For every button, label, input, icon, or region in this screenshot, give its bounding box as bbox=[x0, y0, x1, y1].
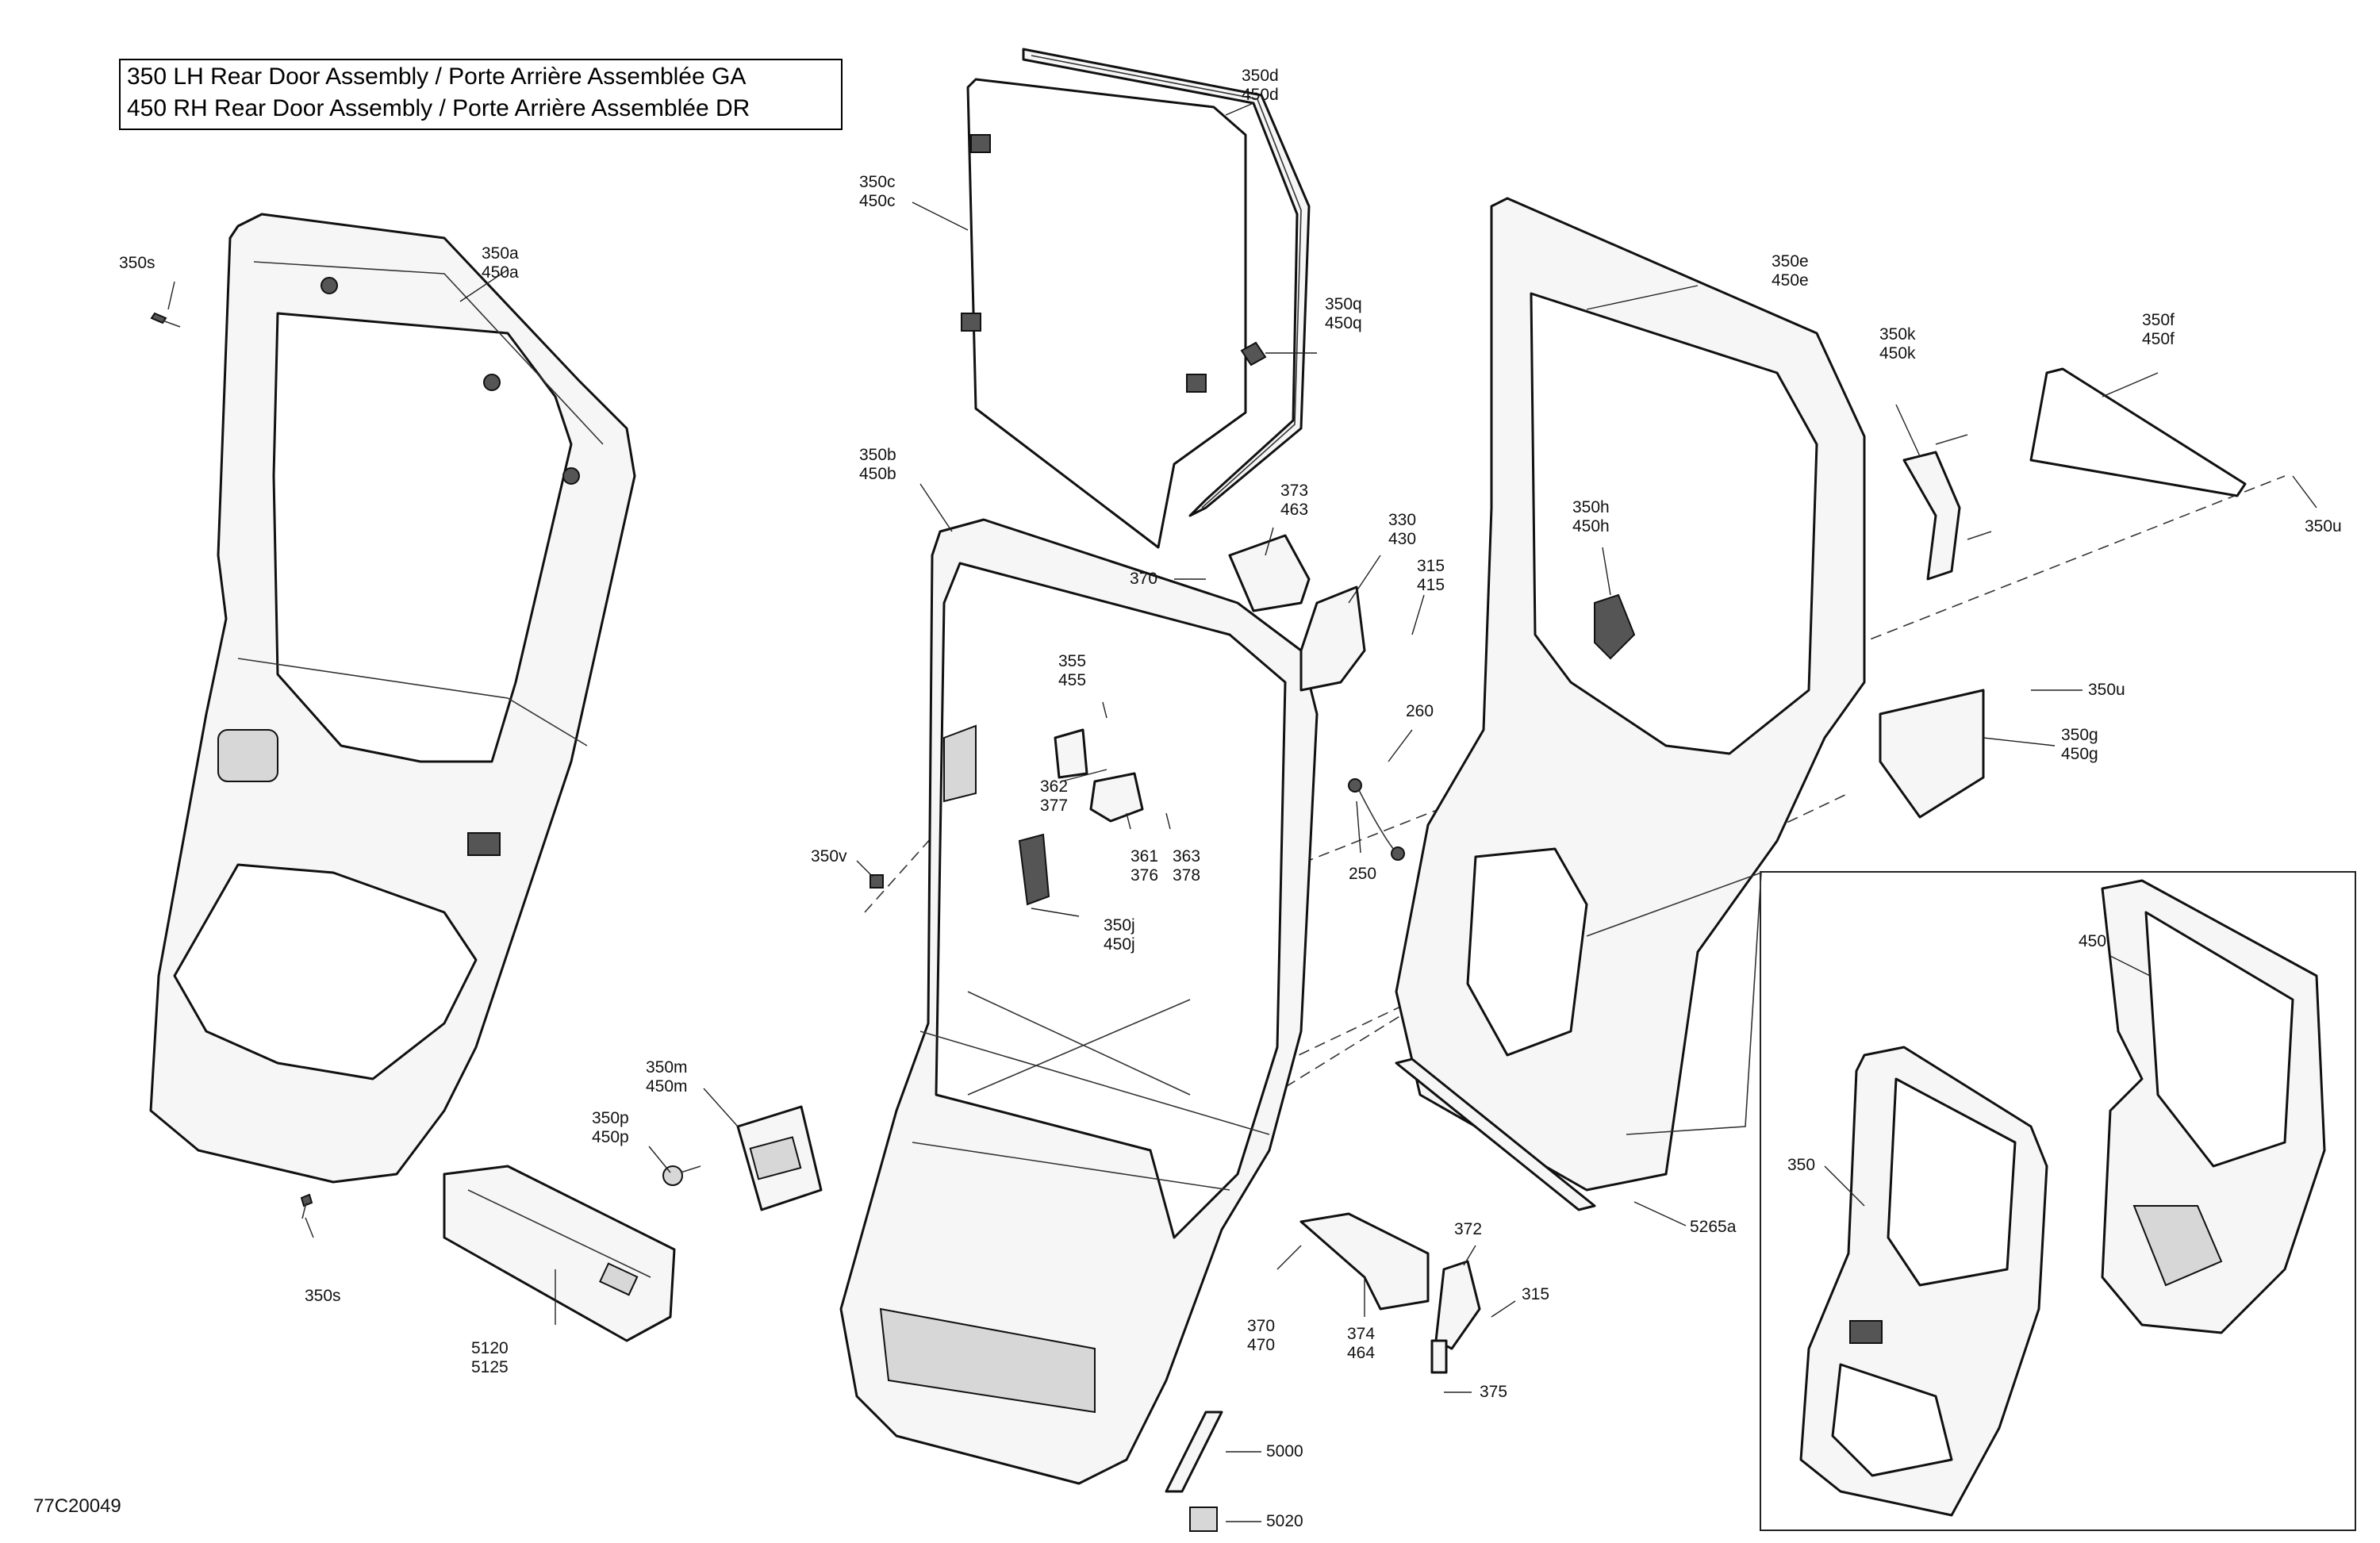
latch-350j bbox=[1018, 833, 1050, 906]
interior-trim-panel-350a bbox=[149, 213, 636, 1184]
clip-350v bbox=[869, 874, 884, 889]
callout-315-top: 315 415 bbox=[1417, 557, 1445, 594]
window-panel-350c bbox=[961, 78, 1247, 549]
hinge-372 bbox=[1430, 1260, 1481, 1374]
callout-375: 375 bbox=[1480, 1383, 1508, 1401]
callout-350u-mid: 350u bbox=[2088, 681, 2125, 699]
callout-350g: 350g 450g bbox=[2061, 726, 2098, 763]
hinge-bracket-373 bbox=[1228, 534, 1311, 612]
callout-315-bottom: 315 bbox=[1522, 1285, 1550, 1303]
callout-350h: 350h 450h bbox=[1572, 498, 1610, 535]
callout-5120: 5120 5125 bbox=[471, 1339, 509, 1376]
striker-355 bbox=[1054, 728, 1088, 779]
callout-350b: 350b 450b bbox=[859, 446, 896, 483]
callout-5020: 5020 bbox=[1266, 1512, 1303, 1530]
seal-5000 bbox=[1165, 1411, 1223, 1493]
callout-373: 373 463 bbox=[1280, 482, 1309, 519]
callout-350j: 350j 450j bbox=[1104, 916, 1135, 954]
storage-bin-5120 bbox=[443, 1165, 676, 1342]
callout-350k: 350k 450k bbox=[1879, 325, 1916, 363]
diagram-code: 77C20049 bbox=[33, 1495, 121, 1517]
callout-350p: 350p 450p bbox=[592, 1109, 629, 1146]
clip-5020 bbox=[1189, 1507, 1218, 1532]
callout-350u-top: 350u bbox=[2305, 517, 2342, 535]
callout-350c: 350c 450c bbox=[859, 173, 896, 210]
title-line-lh: 350 LH Rear Door Assembly / Porte Arrièr… bbox=[127, 63, 747, 90]
callout-5265a: 5265a bbox=[1690, 1218, 1737, 1236]
window-seal-350d bbox=[1022, 48, 1311, 517]
inset-door-350-assembled bbox=[1799, 1046, 2048, 1517]
door-frame-350b bbox=[839, 518, 1319, 1485]
callout-350m: 350m 450m bbox=[646, 1058, 688, 1096]
leader-lines bbox=[167, 102, 2317, 1522]
hinge-330 bbox=[1299, 585, 1366, 692]
callout-250: 250 bbox=[1349, 865, 1377, 883]
title-line-rh: 450 RH Rear Door Assembly / Porte Arrièr… bbox=[127, 95, 750, 121]
callout-370-bottom: 370 470 bbox=[1247, 1317, 1276, 1354]
callout-350f: 350f 450f bbox=[2142, 311, 2175, 348]
screw-350s-top bbox=[150, 312, 181, 328]
cable-250 bbox=[1348, 778, 1405, 861]
callout-350d: 350d 450d bbox=[1242, 67, 1279, 104]
callout-372: 372 bbox=[1454, 1220, 1483, 1238]
handle-350k bbox=[1902, 434, 1992, 581]
callout-362: 362 377 bbox=[1040, 777, 1069, 815]
callout-350q: 350q 450q bbox=[1325, 295, 1362, 332]
seal-strip-5265a bbox=[1395, 1057, 1596, 1211]
callout-350v: 350v bbox=[811, 847, 847, 866]
inset-door-450-assembled bbox=[2101, 879, 2326, 1334]
title-box: 350 LH Rear Door Assembly / Porte Arrièr… bbox=[119, 59, 843, 130]
callout-330: 330 430 bbox=[1388, 511, 1417, 548]
callout-350-inset: 350 bbox=[1787, 1156, 1816, 1174]
callout-5000: 5000 bbox=[1266, 1442, 1303, 1460]
callout-363: 363 378 bbox=[1173, 847, 1201, 885]
callout-350e: 350e 450e bbox=[1772, 252, 1809, 290]
key-350p bbox=[662, 1165, 701, 1186]
callout-450-inset: 450 bbox=[2079, 932, 2107, 950]
latch-350h bbox=[1594, 593, 1636, 660]
exterior-panel-350e bbox=[1395, 197, 1866, 1192]
panel-350g bbox=[1879, 689, 1985, 819]
callout-260: 260 bbox=[1406, 702, 1434, 720]
screw-350s-bottom bbox=[300, 1193, 313, 1219]
callout-350s-bottom: 350s bbox=[305, 1287, 341, 1305]
callout-374: 374 464 bbox=[1347, 1325, 1376, 1362]
latch-350q bbox=[1240, 341, 1267, 367]
callout-370-top: 370 bbox=[1130, 570, 1158, 588]
handle-350m bbox=[736, 1105, 823, 1211]
callout-355: 355 455 bbox=[1058, 652, 1087, 689]
panel-350f bbox=[2029, 367, 2247, 497]
callout-361: 361 376 bbox=[1130, 847, 1159, 885]
assembled-doors-inset bbox=[1760, 871, 2356, 1531]
callout-350a: 350a 450a bbox=[482, 244, 519, 282]
callout-350s-top: 350s bbox=[119, 254, 155, 272]
